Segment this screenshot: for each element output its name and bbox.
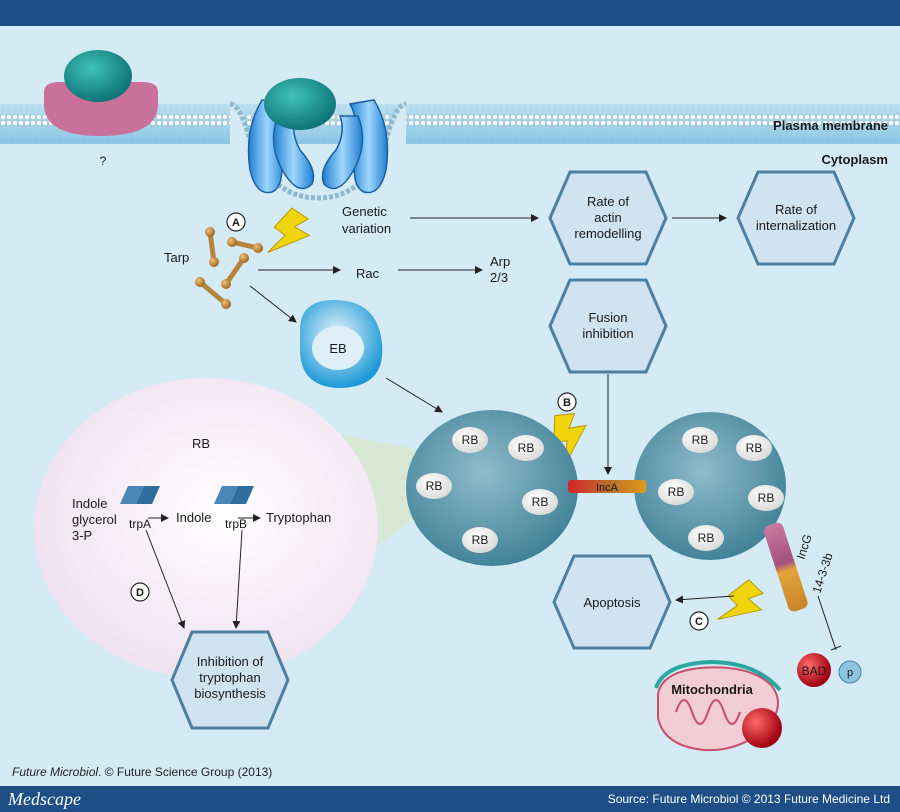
- rb-label: RB: [518, 441, 535, 455]
- phosphate-group: [838, 660, 862, 684]
- hexagon-text: Rate of: [587, 194, 629, 209]
- arp-label: 2/3: [490, 270, 508, 285]
- phospho-label: p: [847, 667, 853, 679]
- inca-label: IncA: [596, 482, 619, 494]
- mitochondria-label: Mitochondria: [671, 682, 753, 697]
- indole-glycerol-label: Indole: [72, 496, 107, 511]
- incg-14-3-3b-complex: [763, 522, 808, 612]
- copyright-text: . © Future Science Group (2013): [98, 765, 273, 779]
- rb-label: RB: [426, 479, 443, 493]
- trpB-enzyme-icon: [214, 486, 254, 504]
- svg-text:A: A: [232, 217, 240, 229]
- rb-label: RB: [692, 433, 709, 447]
- rb-label: RB: [472, 533, 489, 547]
- unknown-receptor: [44, 50, 158, 136]
- hexagon-apoptosis: Apoptosis: [552, 554, 672, 650]
- svg-text:B: B: [563, 397, 571, 409]
- hexagon-text: Fusion: [588, 310, 627, 325]
- rb-label: RB: [698, 531, 715, 545]
- elementary-body: [300, 300, 383, 388]
- genetic-variation-label: variation: [342, 221, 391, 236]
- bad-label: BAD: [802, 664, 827, 678]
- rb-label: RB: [668, 485, 685, 499]
- marker-d: D: [130, 582, 150, 602]
- figure-credit: Future Microbiol. © Future Science Group…: [12, 765, 272, 779]
- hexagon-text: inhibition: [582, 326, 633, 341]
- hexagon-text: Inhibition of: [197, 654, 264, 669]
- hexagon-rate-actin: Rate of actin remodelling: [548, 170, 668, 266]
- rb-zoom-cloud: [34, 378, 430, 678]
- bad-protein: [797, 653, 831, 687]
- hexagon-rate-internalization: Rate of internalization: [736, 170, 856, 266]
- header-bar: [0, 0, 900, 26]
- plasma-membrane-label: Plasma membrane: [773, 118, 888, 133]
- marker-a: A: [226, 212, 246, 232]
- medscape-logo: Medscape: [8, 789, 81, 809]
- indole-glycerol-label: glycerol: [72, 512, 117, 527]
- hexagon-inhibition-tryptophan: Inhibition of tryptophan biosynthesis: [170, 630, 290, 730]
- unknown-receptor-label: ?: [100, 154, 107, 168]
- tarp-label: Tarp: [164, 250, 189, 265]
- eb-label: EB: [329, 341, 346, 356]
- footer-bar: Medscape Source: Future Microbiol © 2013…: [0, 786, 900, 812]
- svg-text:D: D: [136, 587, 144, 599]
- marker-b: B: [557, 392, 577, 412]
- pathway-arrows: [145, 214, 842, 651]
- hexagon-text: actin: [594, 210, 621, 225]
- tarp-protein: [195, 227, 263, 309]
- hexagon-text: Apoptosis: [583, 595, 641, 610]
- genetic-variation-label: Genetic: [342, 204, 387, 219]
- cytoplasm-label: Cytoplasm: [822, 152, 888, 167]
- rb-label: RB: [532, 495, 549, 509]
- indole-glycerol-label: 3-P: [72, 528, 92, 543]
- rb-label: RB: [462, 433, 479, 447]
- trpA-label: trpA: [129, 517, 151, 531]
- hexagon-text: tryptophan: [199, 670, 260, 685]
- svg-text:C: C: [695, 616, 703, 628]
- mitochondria: [654, 659, 782, 752]
- hexagon-text: biosynthesis: [194, 686, 266, 701]
- journal-name: Future Microbiol: [12, 765, 99, 779]
- hexagon-text: remodelling: [574, 226, 641, 241]
- trpA-enzyme-icon: [120, 486, 160, 504]
- rac-label: Rac: [356, 266, 380, 281]
- arp-label: Arp: [490, 254, 510, 269]
- hexagon-text: Rate of: [775, 202, 817, 217]
- rb-zoom-label: RB: [192, 436, 210, 451]
- rb-label: RB: [746, 441, 763, 455]
- trpB-label: trpB: [225, 517, 247, 531]
- hexagon-text: internalization: [756, 218, 836, 233]
- rb-labels: RB RB RB RB RB RB RB RB RB RB: [426, 433, 775, 547]
- source-text: Source: Future Microbiol © 2013 Future M…: [607, 792, 890, 806]
- indole-label: Indole: [176, 510, 211, 525]
- rb-particles: [416, 427, 784, 553]
- marker-c: C: [689, 611, 709, 631]
- tryptophan-label: Tryptophan: [266, 510, 331, 525]
- rb-label: RB: [758, 491, 775, 505]
- inca-protein: [568, 480, 646, 493]
- invasion-pore-complex: [247, 78, 389, 194]
- hexagon-fusion-inhibition: Fusion inhibition: [548, 278, 668, 374]
